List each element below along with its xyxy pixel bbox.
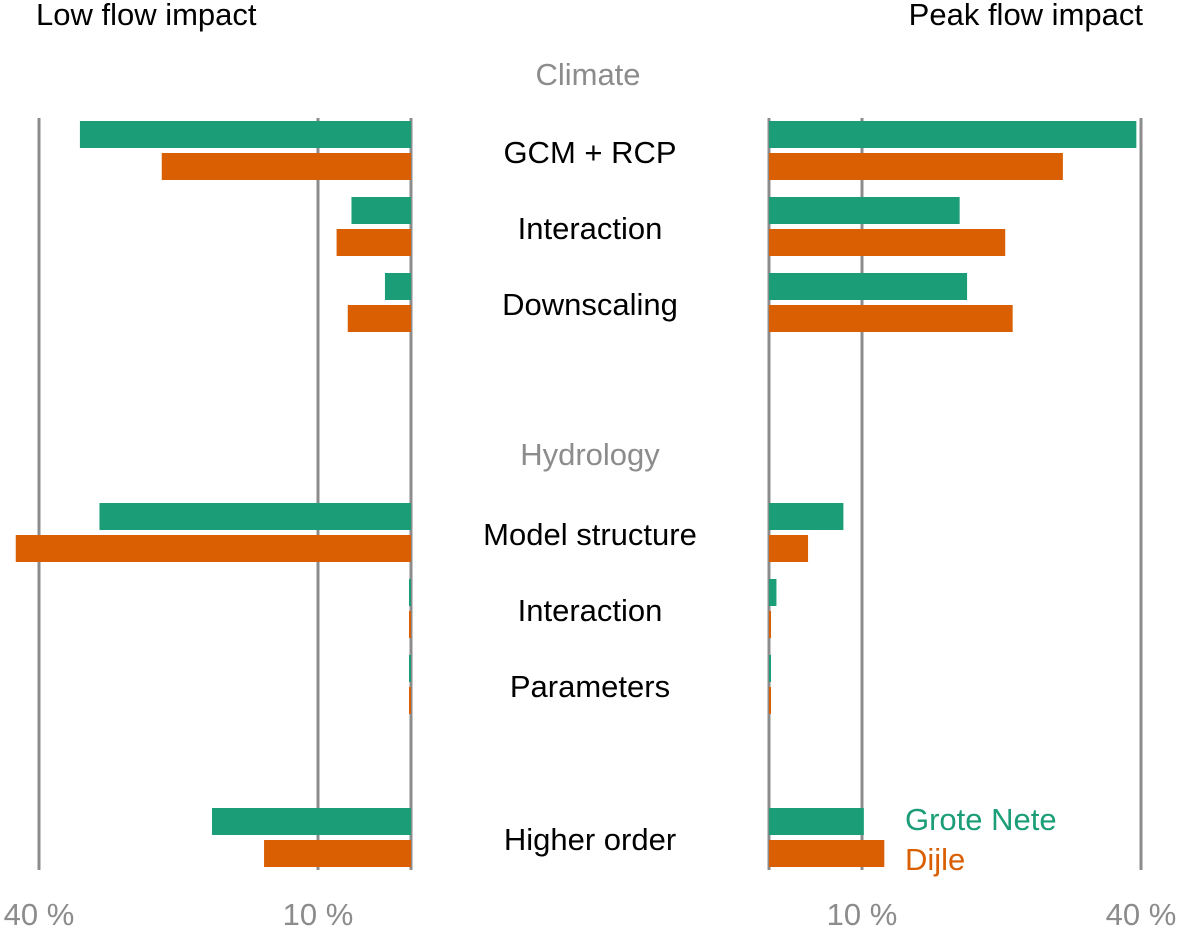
peak-flow-bar [769,808,864,835]
right-tick-label: 40 % [1106,897,1177,928]
low-flow-bar [79,121,412,148]
low-flow-bar [351,197,411,224]
peak-flow-bar [769,579,777,606]
group-title-hydrology: Hydrology [520,437,660,472]
category-label: Higher order [504,822,676,857]
category-label: Interaction [518,593,663,628]
category-label: Downscaling [502,287,678,322]
right-tick-label: 10 % [827,897,898,928]
peak-flow-bar [769,503,844,530]
tick-labels: 10 % 10 % 40 % 40 % [4,897,1177,928]
low-flow-bar [211,808,411,835]
peak-flow-bar [769,687,771,714]
bars [15,121,1137,867]
low-flow-bar [264,840,411,867]
low-flow-bar [15,535,411,562]
low-flow-bar [409,655,411,682]
peak-flow-bar [769,153,1063,180]
category-label: GCM + RCP [503,135,676,170]
peak-flow-bar [769,305,1013,332]
low-flow-bar [347,305,411,332]
peak-flow-bar [769,197,960,224]
low-flow-bar [161,153,411,180]
legend-entry: Dijle [905,842,965,877]
text-labels: Low flow impact Peak flow impact Climate… [36,0,1143,472]
right-panel-title: Peak flow impact [909,0,1144,32]
group-title-climate: Climate [535,57,640,92]
left-panel-title: Low flow impact [36,0,257,32]
peak-flow-bar [769,273,968,300]
peak-flow-bar [769,229,1006,256]
peak-flow-bar [769,840,885,867]
low-flow-bar [409,579,411,606]
low-flow-bar [384,273,411,300]
peak-flow-bar [769,655,771,682]
low-flow-bar [409,687,411,714]
peak-flow-bar [769,611,771,638]
left-tick-label: 10 % [283,897,354,928]
low-flow-bar [409,611,411,638]
low-flow-bar [99,503,411,530]
peak-flow-bar [769,121,1137,148]
left-tick-label: 40 % [4,897,75,928]
low-flow-bar [336,229,411,256]
category-label: Model structure [483,517,697,552]
peak-flow-bar [769,535,809,562]
category-label: Parameters [510,669,670,704]
category-label: Interaction [518,211,663,246]
legend-entry: Grote Nete [905,802,1057,837]
